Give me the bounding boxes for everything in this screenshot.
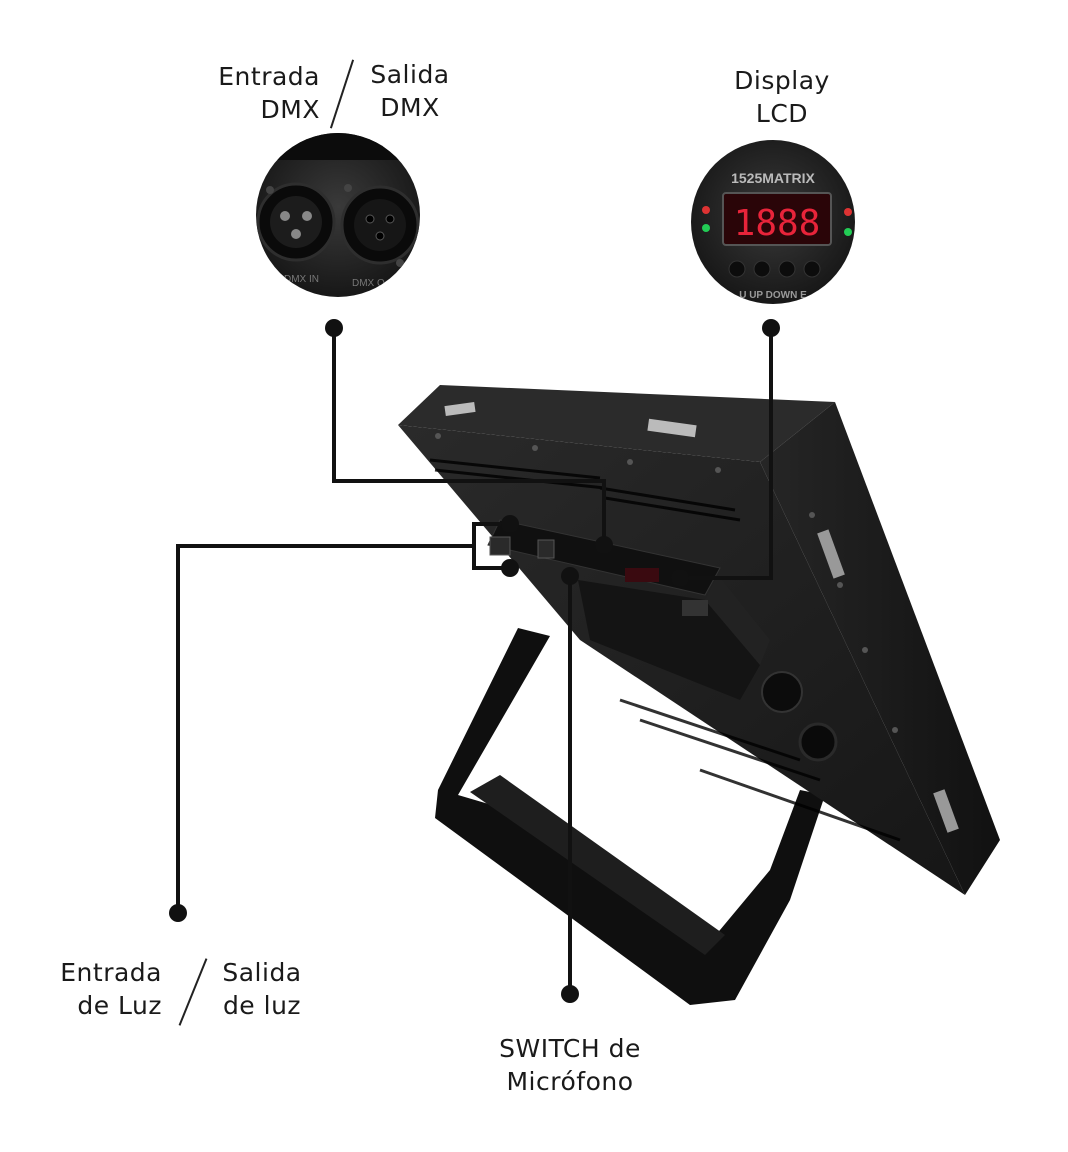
- callout-lines: [176, 328, 773, 992]
- panel-top-face: [398, 385, 835, 462]
- label-power-out: Salida de luz: [210, 956, 314, 1022]
- stand-bracket: [435, 628, 825, 1005]
- label-dmx-in: Entrada DMX: [200, 60, 320, 126]
- power-module: [578, 580, 760, 700]
- dmx-callout-line: [332, 330, 606, 545]
- dmx-out-port-text: DMX O: [352, 278, 385, 289]
- lcd-callout-line: [680, 328, 773, 580]
- label-mic-switch: SWITCH de Micrófono: [480, 1032, 660, 1098]
- label-dmx-out: Salida DMX: [358, 58, 462, 124]
- label-power-in-line2: de Luz: [77, 991, 162, 1020]
- label-lcd-line1: Display: [734, 66, 830, 95]
- lcd-display-inset: 1525MATRIX 1888 U UP DOWN E: [691, 140, 855, 304]
- label-lcd-line2: LCD: [755, 99, 809, 128]
- lcd-readout: 1888: [734, 203, 821, 244]
- panel-side-face: [760, 402, 1000, 895]
- dmx-out-connector-icon: [340, 185, 420, 265]
- dmx-in-port-text: DMX IN: [284, 274, 319, 285]
- label-dmx-out-line1: Salida: [370, 60, 450, 89]
- dmx-connectors-inset: DMX IN DMX O: [256, 133, 420, 297]
- label-dmx-out-line2: DMX: [380, 93, 440, 122]
- label-power-in-line1: Entrada: [60, 958, 162, 987]
- button-labels-text: U UP DOWN E: [739, 290, 807, 301]
- label-power-in: Entrada de Luz: [40, 956, 162, 1022]
- power-callout-line: [176, 544, 474, 912]
- lcd-buttons: [728, 260, 821, 278]
- brand-text: 1525MATRIX: [731, 170, 815, 186]
- led-panel-device: [398, 385, 1000, 1005]
- label-lcd: Display LCD: [720, 64, 844, 130]
- label-mic-switch-line1: SWITCH de: [499, 1034, 641, 1063]
- label-power-out-line2: de luz: [222, 991, 302, 1020]
- label-dmx-in-line2: DMX: [260, 95, 320, 124]
- dmx-in-connector-icon: [256, 182, 336, 262]
- label-power-out-line1: Salida: [222, 958, 302, 987]
- callout-dots: [169, 319, 780, 1003]
- label-mic-switch-line2: Micrófono: [506, 1067, 634, 1096]
- label-dmx-in-line1: Entrada: [218, 62, 320, 91]
